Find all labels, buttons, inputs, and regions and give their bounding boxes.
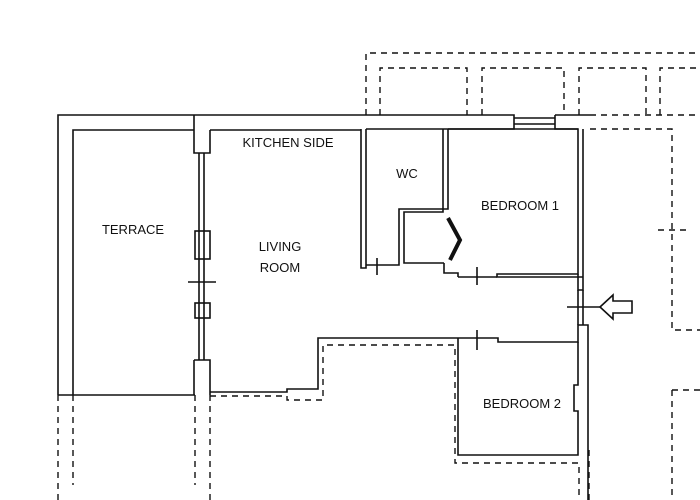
walls [57,114,600,500]
room-label-wc: WC [396,166,418,181]
room-label-terrace: TERRACE [101,222,165,237]
arrow-left-icon [598,293,633,321]
room-label-bedroom-1: BEDROOM 1 [480,198,559,213]
room-label-kitchen-side: KITCHEN SIDE [242,135,334,150]
room-label-bedroom-2: BEDROOM 2 [482,396,561,411]
room-label-living-room: LIVING ROOM [258,239,302,275]
neighbour-outlines [57,52,700,500]
